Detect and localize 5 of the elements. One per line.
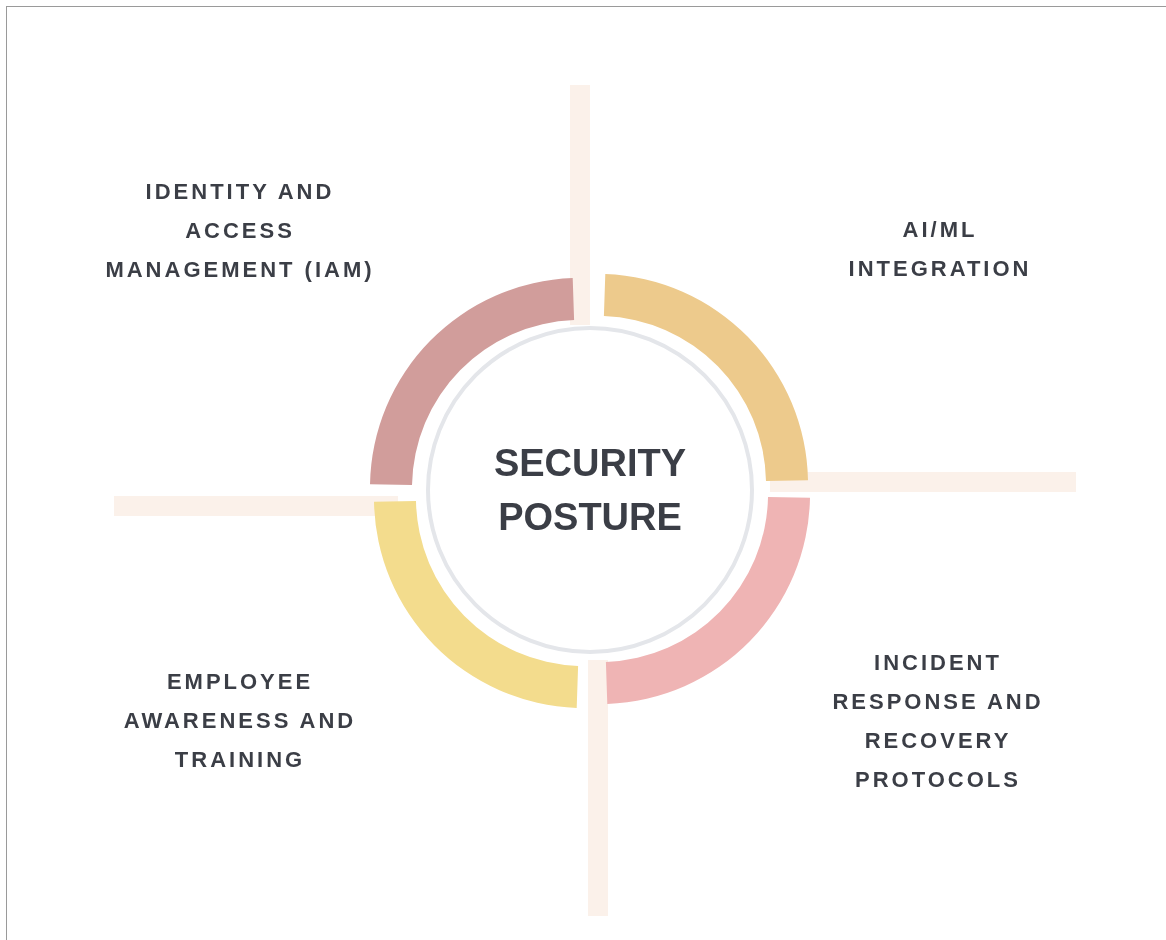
category-label: INCIDENT RESPONSE AND RECOVERY PROTOCOLS (831, 649, 1045, 794)
category-label: IDENTITY AND ACCESS MANAGEMENT (IAM) (105, 178, 375, 284)
category-label: EMPLOYEE AWARENESS AND TRAINING (122, 668, 358, 774)
center-title: SECURITY POSTURE (492, 441, 688, 540)
category-label: AI/ML INTEGRATION (847, 216, 1033, 283)
